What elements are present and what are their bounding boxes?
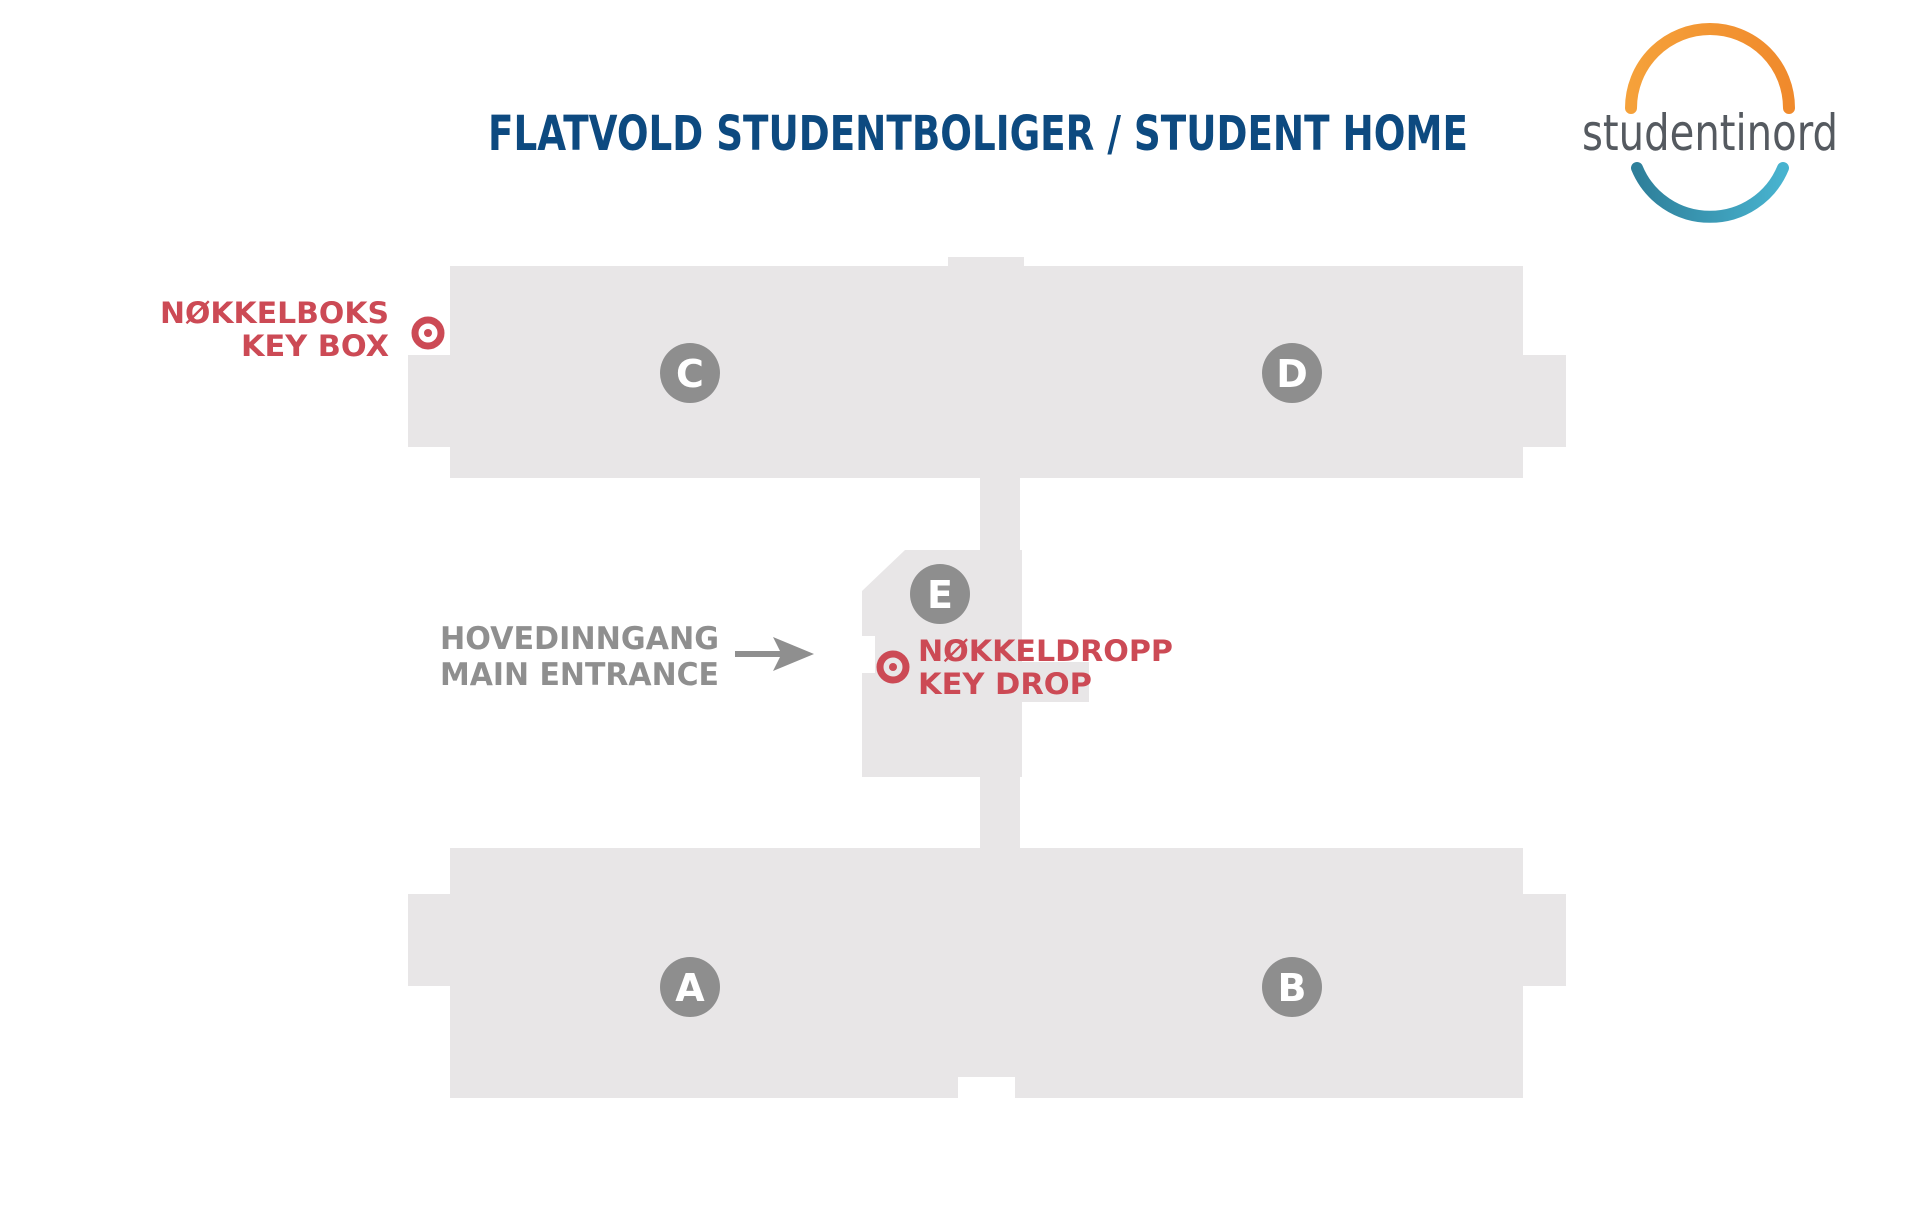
key-box-label-line2: KEY BOX	[241, 329, 389, 363]
logo-text: studentinord	[1582, 104, 1838, 162]
page-title: FLATVOLD STUDENTBOLIGER / STUDENT HOME	[488, 106, 1468, 162]
building-a-b-left-wing	[408, 894, 452, 986]
building-a-b-right-wing	[1521, 894, 1566, 986]
building-badge-e[interactable]: E	[910, 564, 970, 624]
main-entrance-marker[interactable]: HOVEDINNGANG MAIN ENTRANCE	[440, 621, 814, 693]
building-c-d-top-notch	[948, 257, 1024, 268]
main-entrance-label-line1: HOVEDINNGANG	[440, 621, 719, 657]
key-box-marker[interactable]: NØKKELBOKS KEY BOX	[160, 296, 445, 363]
logo-arc-bottom	[1631, 162, 1789, 223]
svg-text:C: C	[676, 352, 704, 396]
main-entrance-label-line2: MAIN ENTRANCE	[440, 657, 719, 693]
studentinord-logo: studentinord	[1582, 23, 1838, 223]
building-a-b-bottom-notch	[958, 1077, 1015, 1099]
svg-text:D: D	[1276, 352, 1308, 396]
logo-arc-top	[1625, 23, 1795, 114]
building-badge-d[interactable]: D	[1262, 343, 1322, 403]
building-badge-a[interactable]: A	[660, 957, 720, 1017]
svg-text:E: E	[927, 573, 953, 617]
key-drop-label-line2: KEY DROP	[918, 667, 1092, 701]
key-drop-marker[interactable]: NØKKELDROPP KEY DROP	[876, 634, 1173, 701]
building-badge-c[interactable]: C	[660, 343, 720, 403]
building-c-d-right-wing	[1521, 355, 1566, 447]
building-e	[862, 550, 1022, 777]
target-icon	[876, 650, 910, 684]
building-badge-b[interactable]: B	[1262, 957, 1322, 1017]
building-a-b-main	[450, 848, 1523, 1098]
building-c-d-main	[450, 266, 1523, 478]
key-drop-label-line1: NØKKELDROPP	[918, 634, 1173, 668]
building-c-d-left-wing	[408, 355, 452, 447]
key-box-label-line1: NØKKELBOKS	[160, 296, 389, 330]
svg-text:A: A	[675, 966, 705, 1010]
svg-text:B: B	[1278, 966, 1307, 1010]
buildings	[408, 257, 1566, 1098]
target-icon	[411, 316, 445, 350]
arrow-right-icon	[735, 637, 814, 671]
building-e-extension	[1020, 662, 1089, 702]
